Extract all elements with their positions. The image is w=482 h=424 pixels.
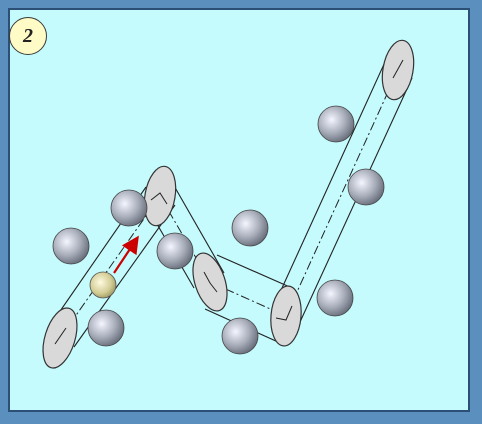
atom	[316, 279, 354, 317]
atom	[347, 168, 385, 206]
cross-section-4	[270, 285, 302, 347]
atom	[52, 227, 90, 265]
atom	[87, 309, 125, 347]
atom	[231, 209, 269, 247]
atom	[156, 232, 194, 270]
cross-section-2	[143, 165, 177, 227]
cross-section-3	[192, 252, 228, 312]
atom	[110, 189, 148, 227]
moving-atom	[89, 271, 117, 299]
step-number-badge: 2	[9, 17, 47, 55]
atom	[221, 317, 259, 355]
cross-section-1	[42, 307, 78, 369]
atom	[317, 105, 355, 143]
motion-arrow	[113, 235, 139, 274]
cross-section-5	[381, 39, 415, 101]
